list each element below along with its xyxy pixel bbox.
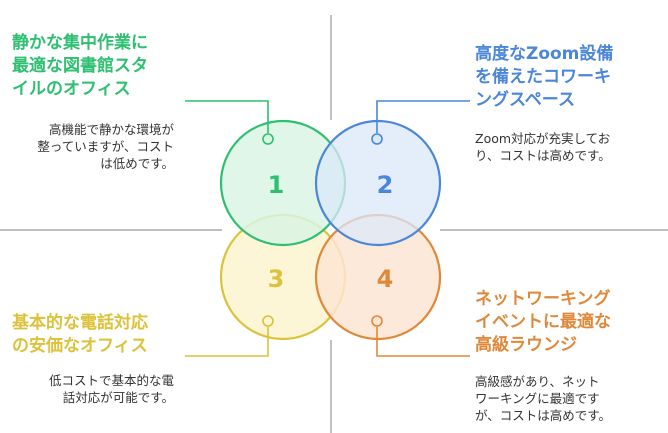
quadrant-4-description: 高級感があり、ネット ワーキングに最適です が、コストは高めです。 bbox=[475, 373, 611, 424]
quadrant-2-description: Zoom対応が充実してお り、コストは高めです。 bbox=[475, 130, 611, 164]
quadrant-4-desc-line: 高級感があり、ネット bbox=[475, 374, 600, 389]
quadrant-3-desc-line: 話対応が可能です。 bbox=[62, 390, 174, 405]
quadrant-4-title: ネットワーキング イベントに最適な 高級ラウンジ bbox=[475, 288, 611, 357]
quadrant-3-description: 低コストで基本的な電 話対応が可能です。 bbox=[49, 372, 174, 406]
quadrant-4-title-line: 高級ラウンジ bbox=[475, 335, 577, 355]
connector-4-dot bbox=[371, 315, 383, 327]
quadrant-4-title-line: ネットワーキング bbox=[475, 289, 611, 309]
circle-3-number: 3 bbox=[268, 265, 285, 293]
quadrant-2-title-line: ングスペース bbox=[475, 90, 575, 110]
quadrant-1-title: 静かな集中作業に 最適な図書館スタ イルのオフィス bbox=[12, 32, 148, 101]
circle-4-number: 4 bbox=[377, 265, 394, 293]
quadrant-1-description: 高機能で静かな環境が 整っていますが、コスト は低めです。 bbox=[37, 121, 174, 172]
connector-1-dot bbox=[262, 133, 274, 145]
quadrant-1-desc-line: は低めです。 bbox=[100, 156, 174, 171]
quadrant-1-title-line: 最適な図書館スタ bbox=[12, 56, 148, 76]
quadrant-3-title-line: の安価なオフィス bbox=[12, 336, 148, 356]
quadrant-1-desc-line: 高機能で静かな環境が bbox=[48, 122, 174, 137]
circle-1-number: 1 bbox=[268, 171, 285, 199]
quadrant-1-title-line: イルのオフィス bbox=[12, 79, 131, 99]
quadrant-2-title-line: 高度なZoom設備 bbox=[475, 44, 614, 64]
quadrant-4-desc-line: が、コストは高めです。 bbox=[475, 408, 612, 423]
connector-2 bbox=[376, 100, 470, 133]
quadrant-1-title-line: 静かな集中作業に bbox=[12, 33, 148, 53]
connector-1 bbox=[185, 100, 269, 133]
quadrant-3-title-line: 基本的な電話対応 bbox=[12, 313, 148, 333]
connector-3-dot bbox=[262, 315, 274, 327]
connector-4 bbox=[376, 327, 470, 357]
connector-2-dot bbox=[371, 133, 383, 145]
quadrant-4-desc-line: ワーキングに最適です bbox=[475, 391, 600, 406]
circle-2-number: 2 bbox=[377, 171, 394, 199]
quadrant-2-desc-line: Zoom対応が充実してお bbox=[475, 131, 611, 146]
connector-3 bbox=[185, 327, 269, 357]
quadrant-1-desc-line: 整っていますが、コスト bbox=[37, 139, 174, 154]
quadrant-3-title: 基本的な電話対応 の安価なオフィス bbox=[12, 312, 148, 358]
circle-2 bbox=[314, 119, 442, 247]
quadrant-3-desc-line: 低コストで基本的な電 bbox=[48, 373, 174, 388]
quadrant-2-desc-line: り、コストは高めです。 bbox=[475, 148, 611, 163]
quadrant-4-title-line: イベントに最適な bbox=[475, 312, 611, 332]
quadrant-2-title-line: を備えたコワーキ bbox=[475, 67, 611, 87]
quadrant-2-title: 高度なZoom設備 を備えたコワーキ ングスペース bbox=[475, 43, 613, 112]
